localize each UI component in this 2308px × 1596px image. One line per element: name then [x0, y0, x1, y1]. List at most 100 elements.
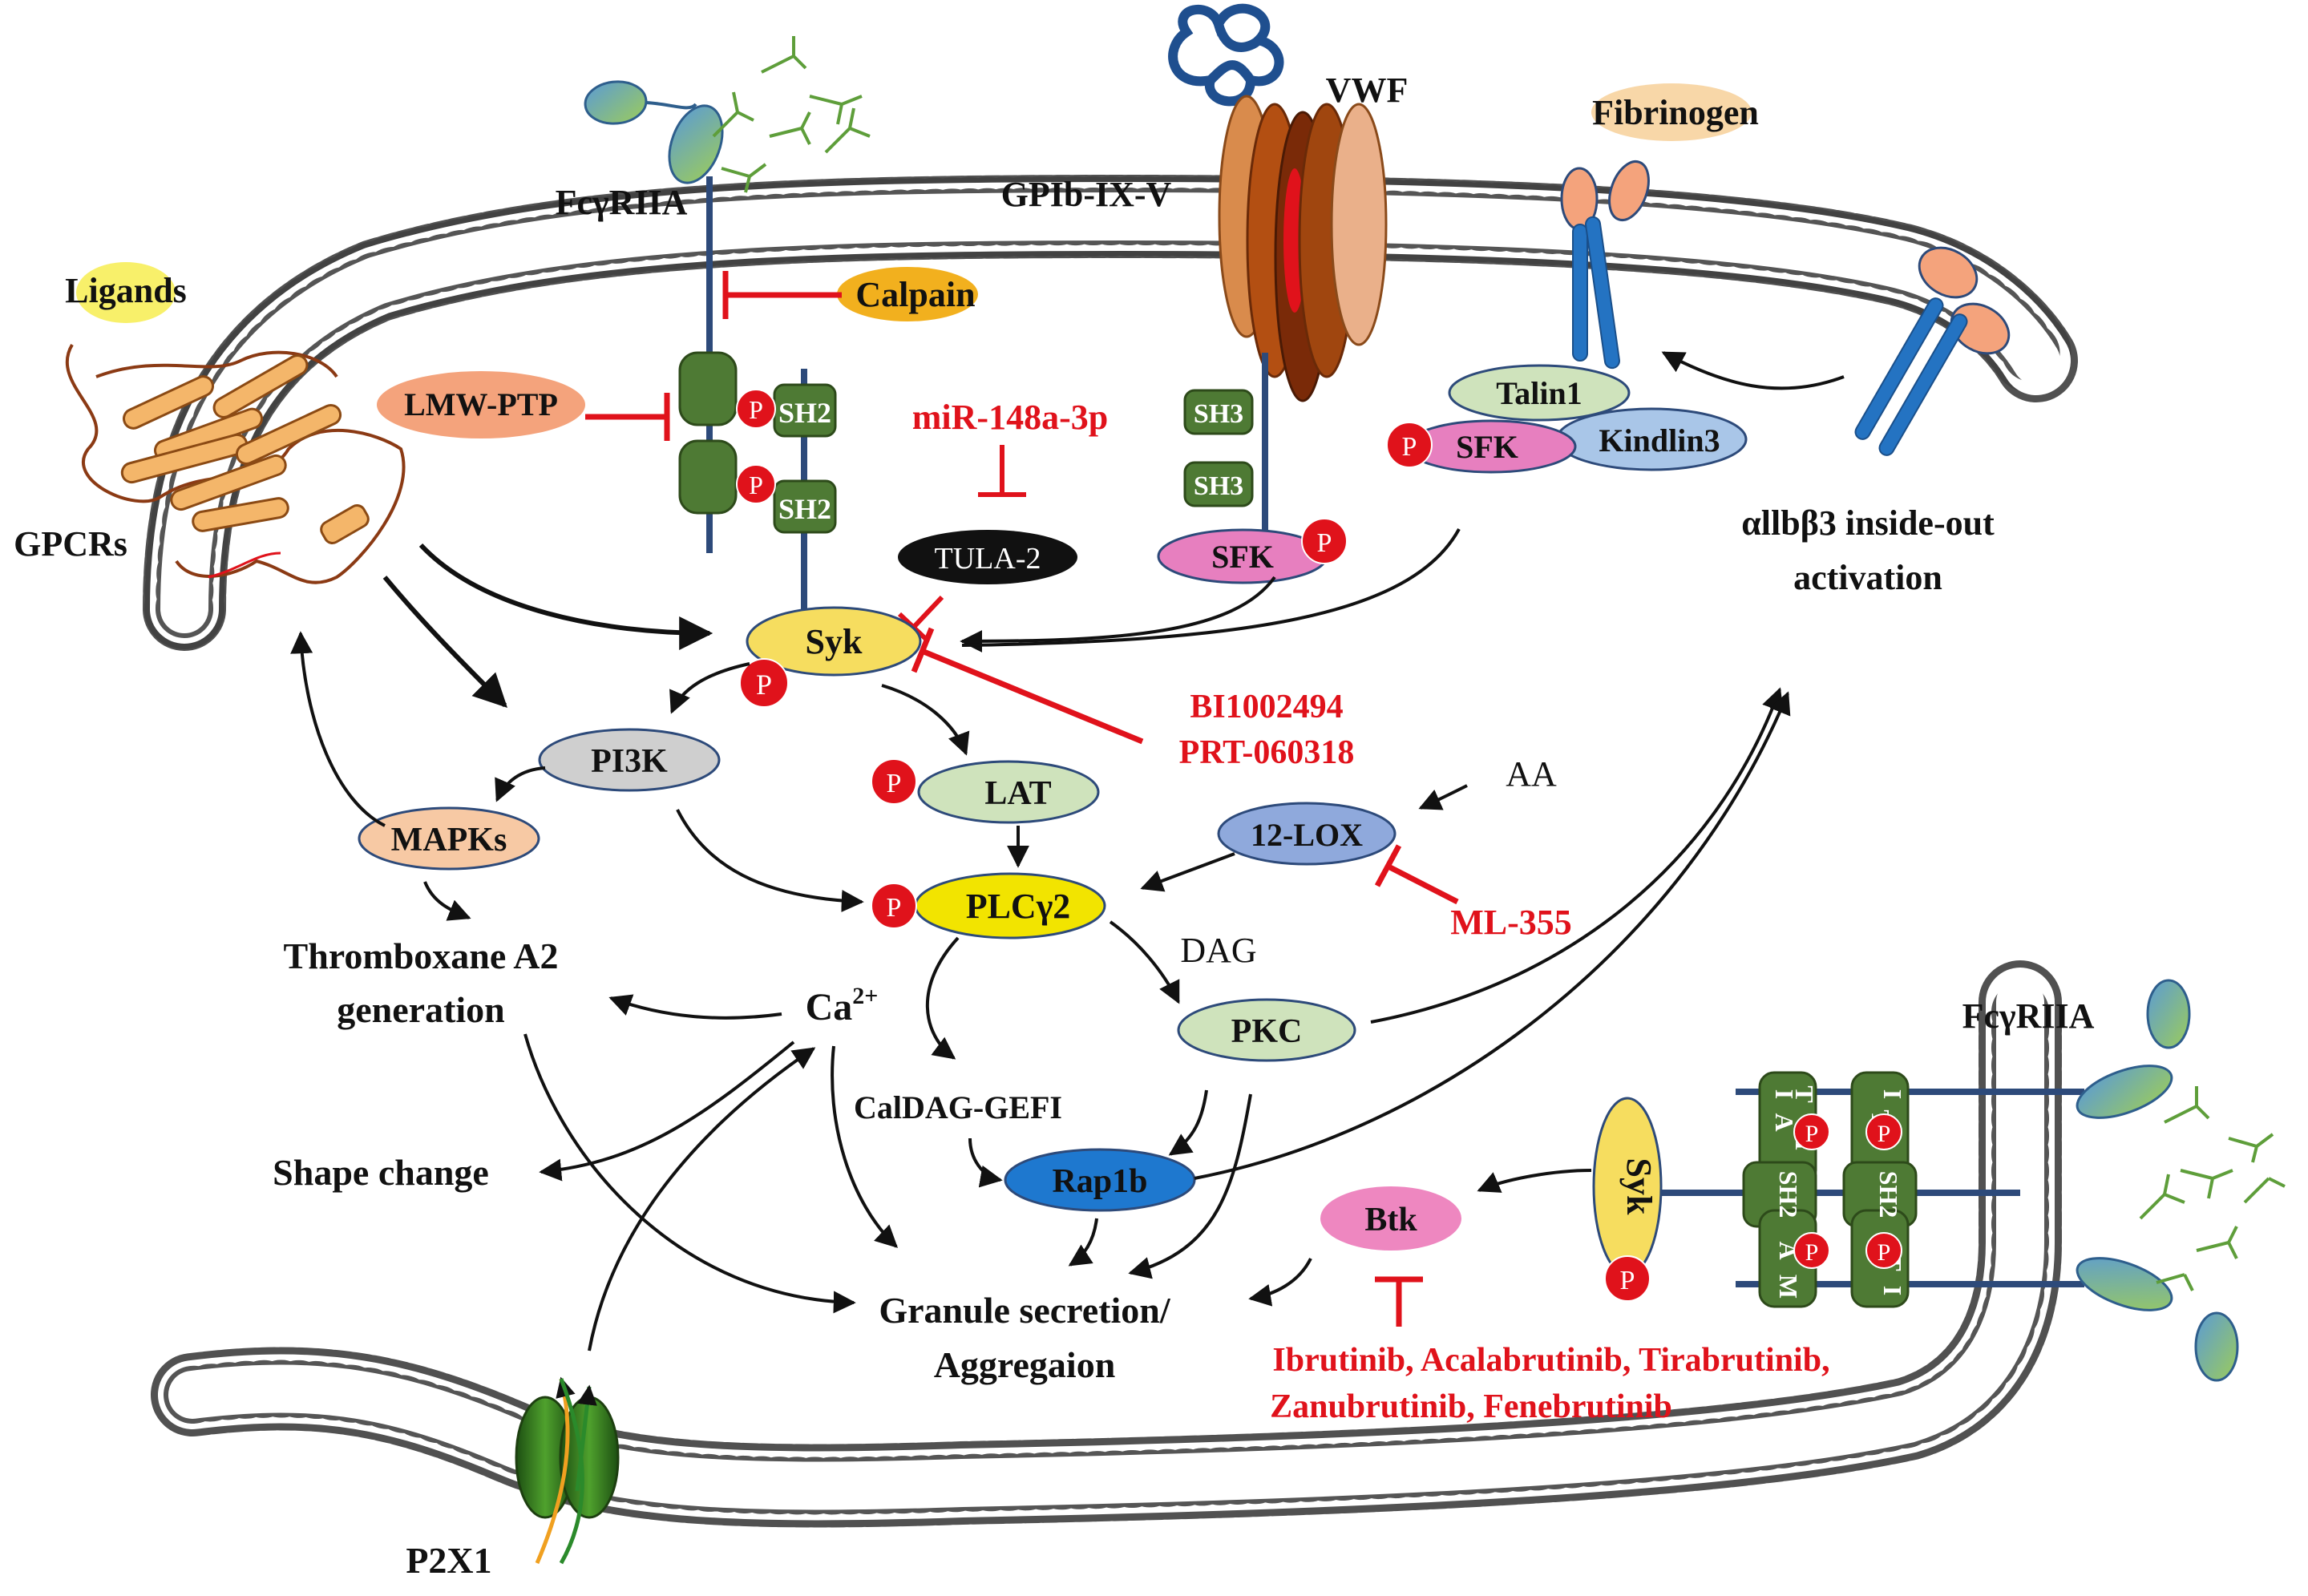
- syk-phospho-label: P: [756, 669, 772, 701]
- svg-text:I: I: [1770, 1089, 1799, 1099]
- svg-text:A: A: [1770, 1113, 1799, 1131]
- arrow-syk-to-pi3k: [669, 662, 750, 714]
- svg-text:P: P: [1878, 1121, 1891, 1147]
- calpain-label: Calpain: [855, 275, 975, 314]
- pkc-node: [1177, 998, 1356, 1062]
- mapks-label: MAPKs: [391, 822, 507, 859]
- caldag-label: CalDAG-GEFI: [854, 1089, 1062, 1125]
- lat-label: LAT: [984, 775, 1051, 812]
- svg-text:P: P: [1805, 1239, 1819, 1266]
- arrow-syk-right-to-btk: [1477, 1169, 1592, 1193]
- arrow-integrin-to-talin: [1661, 351, 1845, 390]
- svg-text:SH2: SH2: [1774, 1171, 1803, 1218]
- gpib-ix-v-complex-icon: SH3 SH3 SFK P: [1157, 95, 1388, 584]
- rap1b-label: Rap1b: [1052, 1163, 1147, 1200]
- pi3k-node: [538, 728, 721, 792]
- talin-label: Talin1: [1496, 375, 1582, 411]
- svg-text:SFK: SFK: [1211, 539, 1274, 575]
- arrow-btk-to-granule: [1248, 1258, 1312, 1307]
- arrow-pkc-to-integrin: [1370, 687, 1784, 1024]
- svg-text:I: I: [1878, 1089, 1907, 1099]
- txa2-label-line2: generation: [337, 989, 505, 1030]
- btk-node: [1320, 1186, 1461, 1251]
- syk-inhibitor-arrow: [911, 627, 1144, 745]
- mir-label: miR-148a-3p: [912, 398, 1108, 437]
- arrow-plcg2-to-pkc: [1109, 920, 1180, 1004]
- arrow-syk-to-lat: [881, 684, 970, 756]
- svg-text:P: P: [749, 471, 763, 499]
- fcgriia-top-label: FcγRIIA: [556, 183, 688, 222]
- arrow-pi3k-to-mapks: [495, 766, 546, 802]
- gpcrs-label: GPCRs: [14, 524, 127, 564]
- svg-text:SH3: SH3: [1194, 471, 1243, 501]
- syk-right-phospho: [1604, 1255, 1651, 1302]
- lox-node: [1217, 802, 1397, 866]
- btk-label: Btk: [1364, 1202, 1417, 1238]
- btk-inhibitors-line2: Zanubrutinib, Fenebrutinib: [1270, 1388, 1672, 1425]
- dag-label: DAG: [1180, 931, 1256, 970]
- pi3k-label: PI3K: [591, 743, 668, 780]
- btk-inhibitors-line1: Ibrutinib, Acalabrutinib, Tirabrutinib,: [1272, 1342, 1829, 1379]
- shape-label: Shape change: [273, 1152, 489, 1193]
- granule-label-line2: Aggregaion: [934, 1344, 1116, 1385]
- arrow-lox-to-plcg2: [1140, 852, 1235, 892]
- arrow-gpcr-to-syk: [418, 543, 713, 650]
- integrin-label-line1: αllbβ3 inside-out: [1741, 503, 1995, 543]
- p2x1-label: P2X1: [406, 1540, 491, 1581]
- antibody-cluster-top-icon: [712, 36, 871, 193]
- syk-right-phospho-label: P: [1620, 1266, 1635, 1295]
- arrow-fcgr-to-syk: [422, 447, 481, 561]
- lmw-ptp-node: [377, 371, 585, 438]
- syk-phospho: [739, 658, 789, 708]
- plasma-membrane-top: [143, 174, 2078, 651]
- svg-text:SH2: SH2: [778, 397, 831, 429]
- btk-inhibitor-arrow: [1375, 1276, 1423, 1327]
- svg-text:P: P: [749, 395, 763, 424]
- integrin-inactive-icon: [1560, 160, 1650, 370]
- arrow-ca-to-granule: [831, 1045, 899, 1248]
- arrow-caldag-to-rap1b: [968, 1137, 1003, 1188]
- arrow-aa-to-lox: [1418, 784, 1468, 810]
- arrow-ca-to-shape: [539, 1040, 795, 1182]
- svg-text:P: P: [1878, 1239, 1891, 1266]
- mir-inhibition-arrow: [978, 445, 1026, 497]
- mapks-node: [358, 806, 540, 871]
- svg-text:P: P: [1805, 1121, 1819, 1147]
- granule-label-line1: Granule secretion/: [879, 1290, 1170, 1331]
- lox-label: 12-LOX: [1251, 817, 1363, 853]
- ca-label: Ca2+: [806, 983, 879, 1028]
- calpain-bubble: [837, 267, 978, 321]
- sfk-right-phospho-label: P: [1402, 432, 1417, 462]
- bi-label: BI1002494: [1190, 689, 1343, 725]
- arrow-integrin-to-syk: [961, 528, 1461, 647]
- vwf-icon: [1168, 3, 1284, 107]
- ca-text: Ca: [806, 986, 853, 1028]
- lmw-ptp-inhibition-arrow: [585, 393, 670, 441]
- lat-node: [917, 760, 1100, 824]
- talin-node: [1448, 364, 1631, 422]
- pkc-label: PKC: [1231, 1013, 1303, 1050]
- fibrinogen-label: Fibrinogen: [1592, 93, 1759, 132]
- ligands-label: Ligands: [65, 271, 187, 310]
- ml355-inhibition-arrow: [1374, 844, 1459, 905]
- sfk-right-label: SFK: [1456, 429, 1518, 465]
- syk-node: [746, 606, 922, 677]
- svg-text:SH2: SH2: [1874, 1171, 1903, 1218]
- syk-right-label: Syk: [1619, 1158, 1659, 1215]
- lat-phospho-label: P: [887, 769, 902, 798]
- fcgriia-right-label: FcγRIIA: [1962, 996, 2095, 1036]
- arrow-gpcr-to-pi3k: [382, 576, 507, 708]
- arrow-pkc-to-rap1b: [1168, 1089, 1208, 1156]
- plcg2-phospho-label: P: [887, 893, 902, 923]
- arrow-mapks-to-gpcr: [290, 631, 386, 827]
- kindlin-label: Kindlin3: [1599, 422, 1720, 459]
- integrin-active-icon: [1854, 246, 2011, 456]
- ligands-bubble: [76, 262, 176, 323]
- prt-label: PRT-060318: [1179, 734, 1355, 771]
- plcg2-label: PLCγ2: [966, 887, 1071, 926]
- tula2-label: TULA-2: [935, 542, 1041, 576]
- svg-text:SH3: SH3: [1194, 399, 1243, 429]
- tula2-node: [898, 530, 1077, 584]
- lmw-ptp-label: LMW-PTP: [404, 386, 558, 422]
